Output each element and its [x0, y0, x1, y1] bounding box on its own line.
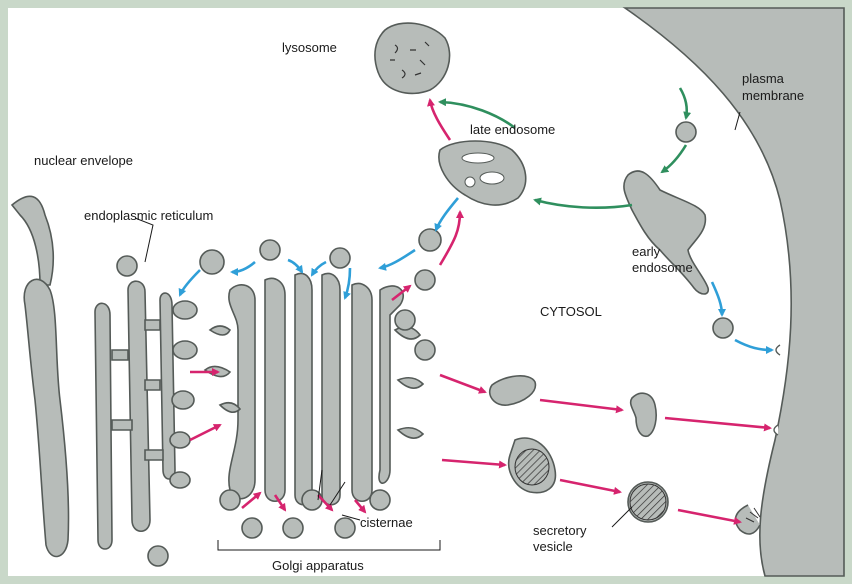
- label-cytosol: CYTOSOL: [540, 304, 602, 319]
- label-endoplasmic-reticulum: endoplasmic reticulum: [84, 208, 213, 223]
- label-nuclear-envelope: nuclear envelope: [34, 153, 133, 168]
- golgi-apparatus: [200, 229, 441, 538]
- label-early-endosome-2: endosome: [632, 260, 693, 275]
- label-secretory-vesicle-2: vesicle: [533, 539, 573, 554]
- label-lysosome: lysosome: [282, 40, 337, 55]
- label-golgi-apparatus: Golgi apparatus: [272, 558, 364, 573]
- nuclear-envelope: [12, 196, 53, 285]
- label-plasma-membrane-1: plasma: [742, 71, 785, 86]
- label-early-endosome-1: early: [632, 244, 661, 259]
- endoplasmic-reticulum: [24, 256, 197, 566]
- lysosome: [375, 23, 450, 93]
- label-plasma-membrane-2: membrane: [742, 88, 804, 103]
- late-endosome: [439, 141, 526, 205]
- early-endosome: [624, 171, 708, 294]
- label-secretory-vesicle-1: secretory: [533, 523, 587, 538]
- label-late-endosome: late endosome: [470, 122, 555, 137]
- label-cisternae: cisternae: [360, 515, 413, 530]
